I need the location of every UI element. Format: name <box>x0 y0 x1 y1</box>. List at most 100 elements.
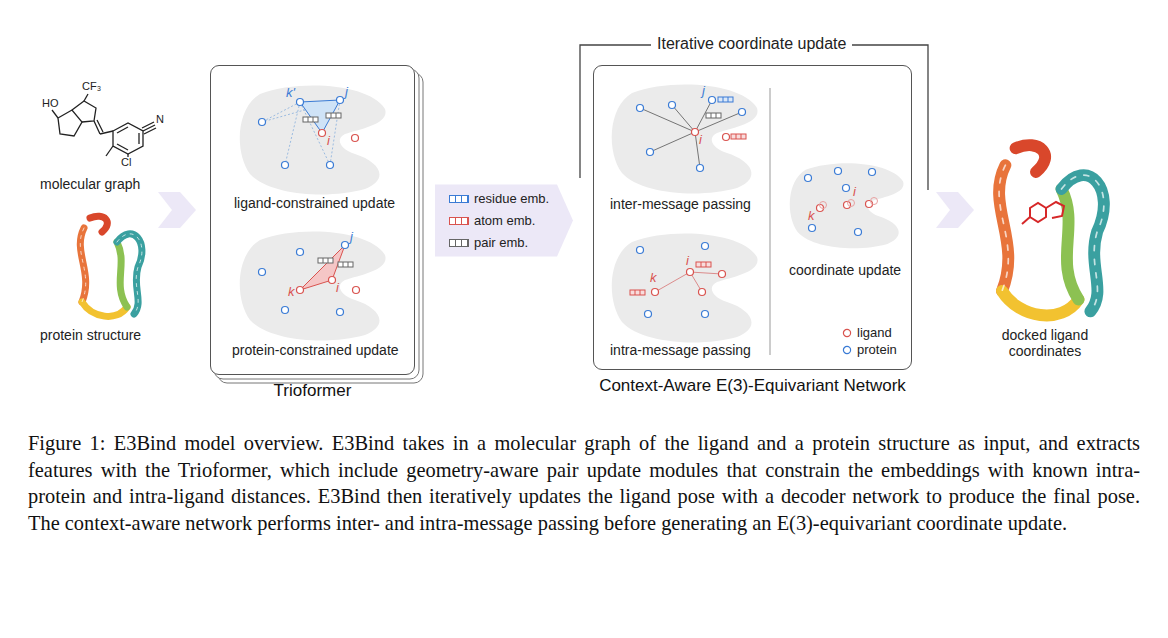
node-index-letter: k <box>650 271 657 286</box>
illustration-part <box>640 108 695 132</box>
node-index-letter: i <box>686 254 689 269</box>
illustration-part <box>809 225 816 232</box>
illustration-part <box>640 100 742 168</box>
illustration-part <box>300 100 340 133</box>
node-index-letter: j <box>702 84 705 99</box>
legend-item: protein <box>842 342 897 357</box>
illustration-part <box>672 105 695 132</box>
illustration-part <box>630 290 645 295</box>
illustration-part <box>835 168 842 175</box>
illustration-part <box>1030 203 1046 222</box>
illustration-part <box>637 105 644 112</box>
illustration-part <box>113 123 143 154</box>
illustration-part <box>739 109 746 116</box>
illustration-part <box>612 85 758 194</box>
illustration-part <box>1022 202 1064 224</box>
illustration-part <box>84 94 88 101</box>
text-label: intra-message passing <box>610 342 751 358</box>
illustration-part <box>820 198 878 209</box>
illustration-part <box>158 192 196 228</box>
legend-item: ligand <box>842 325 892 340</box>
text-label: CF₃ <box>82 80 101 93</box>
illustration-part <box>719 271 726 278</box>
illustration-part <box>262 100 340 165</box>
node-index-letter: j <box>345 85 348 100</box>
legend-circle <box>843 329 850 336</box>
illustration-part <box>709 97 716 104</box>
illustration-part <box>702 311 709 318</box>
text-label: Iterative coordinate update <box>651 35 852 53</box>
text-label: HO <box>42 97 59 110</box>
illustration-part <box>297 99 304 106</box>
legend-text: atom emb. <box>474 213 535 228</box>
illustration-part <box>117 127 128 133</box>
illustration-part <box>869 169 876 176</box>
illustration-part <box>282 307 289 314</box>
node-index-letter: k <box>288 285 295 300</box>
illustration-part <box>1046 202 1064 218</box>
illustration-part <box>138 133 139 144</box>
node-index-letter: k' <box>286 86 295 101</box>
illustration-part <box>106 146 113 156</box>
illustration-part <box>318 258 333 263</box>
illustration-part <box>696 262 711 267</box>
illustration-part <box>326 113 341 118</box>
illustration-part <box>327 162 334 169</box>
illustration-part <box>303 117 318 122</box>
illustration-part <box>262 102 300 122</box>
legend-sample <box>842 345 852 355</box>
legend-circle <box>843 346 850 353</box>
illustration-part <box>637 247 644 254</box>
legend-item: pair emb. <box>449 235 528 250</box>
illustration-part <box>770 88 771 355</box>
illustration-part <box>297 130 360 294</box>
text-label: ligand-constrained update <box>234 195 395 211</box>
illustration-part <box>669 102 676 109</box>
text-label: protein-constrained update <box>232 342 399 358</box>
node-index-letter: i <box>327 134 330 149</box>
panel-title: Trioformer <box>274 381 352 401</box>
legend-item: residue emb. <box>449 191 549 206</box>
legend-swatch <box>449 217 469 225</box>
illustration-part <box>655 272 690 292</box>
illustration-part <box>342 242 349 249</box>
node-index-letter: j <box>350 230 353 245</box>
illustration-part <box>338 262 353 267</box>
illustration-part <box>259 269 266 276</box>
illustration-part <box>706 113 721 118</box>
legend-swatch <box>449 239 469 247</box>
illustration-part <box>100 131 113 134</box>
illustration-part <box>297 249 304 256</box>
illustration-part <box>1022 217 1030 224</box>
illustration-part <box>282 162 289 169</box>
illustration-part <box>695 112 742 132</box>
illustration-part <box>52 110 58 118</box>
illustration-part <box>702 243 709 250</box>
text-label: Cl <box>121 156 131 169</box>
illustration-part <box>97 120 103 132</box>
illustration-part <box>117 144 128 150</box>
illustration-part <box>240 232 386 341</box>
illustration-part <box>820 202 827 209</box>
legend-item: atom emb. <box>449 213 535 228</box>
legend-text: protein <box>857 342 897 357</box>
illustration-part <box>612 234 758 343</box>
illustration-part <box>723 134 730 141</box>
panel-box: Trioformer <box>210 65 415 375</box>
illustration-part <box>647 149 654 156</box>
illustration-part <box>805 175 812 182</box>
illustration-part <box>690 272 722 274</box>
illustration-part <box>843 185 850 192</box>
illustration-part <box>718 97 733 102</box>
node-index-letter: k <box>808 209 815 224</box>
illustration-part <box>353 287 360 294</box>
text-label: N <box>156 113 164 126</box>
text-label: inter-message passing <box>610 196 751 212</box>
legend-text: ligand <box>857 325 892 340</box>
illustration-part <box>697 165 704 172</box>
legend-sample <box>842 328 852 338</box>
illustration-part <box>999 145 1104 315</box>
illustration-part <box>142 122 154 128</box>
